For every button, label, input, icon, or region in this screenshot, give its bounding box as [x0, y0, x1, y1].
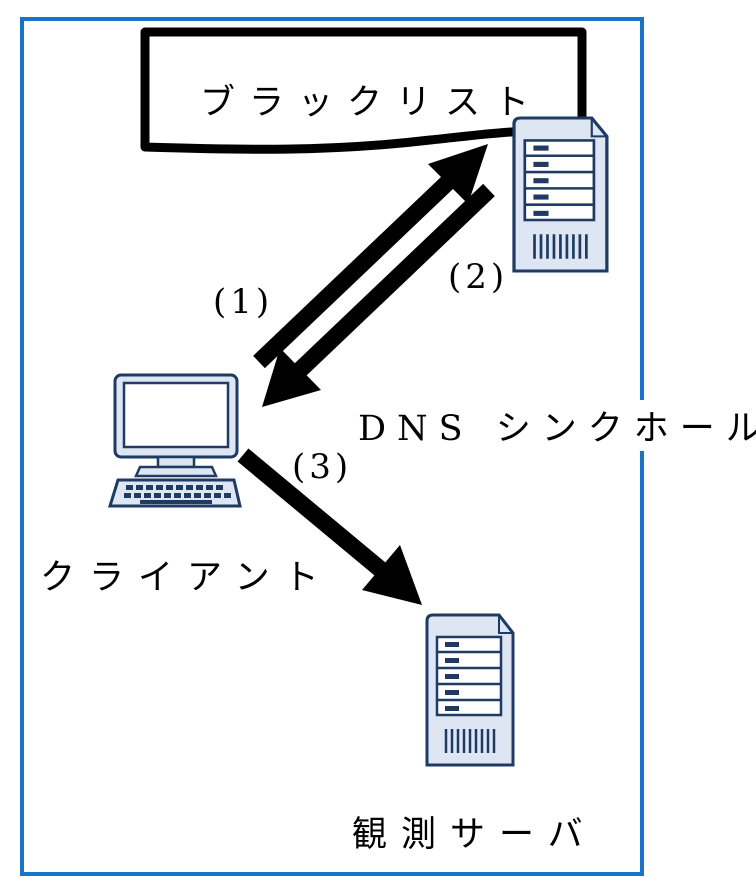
observation-server-icon — [425, 613, 515, 767]
arrow-2-line — [294, 183, 495, 377]
arrow-2-head — [262, 348, 321, 407]
dns-server-icon — [512, 116, 609, 273]
client-label: クライアント — [40, 558, 333, 598]
arrow-3-head — [362, 545, 422, 605]
arrow-1-head — [428, 144, 488, 204]
step-3-label: (3) — [292, 447, 353, 487]
client-computer-icon — [107, 373, 242, 508]
observation-server-label: 観測サーバ — [352, 815, 597, 855]
dns-sinkhole-label: DNS シンクホール — [358, 400, 756, 451]
step-2-label: (2) — [448, 257, 509, 297]
arrow-3-line — [237, 448, 392, 581]
arrow-1-line — [253, 175, 454, 369]
step-1-label: (1) — [213, 282, 274, 322]
blacklist-label: ブラックリスト — [200, 83, 544, 123]
